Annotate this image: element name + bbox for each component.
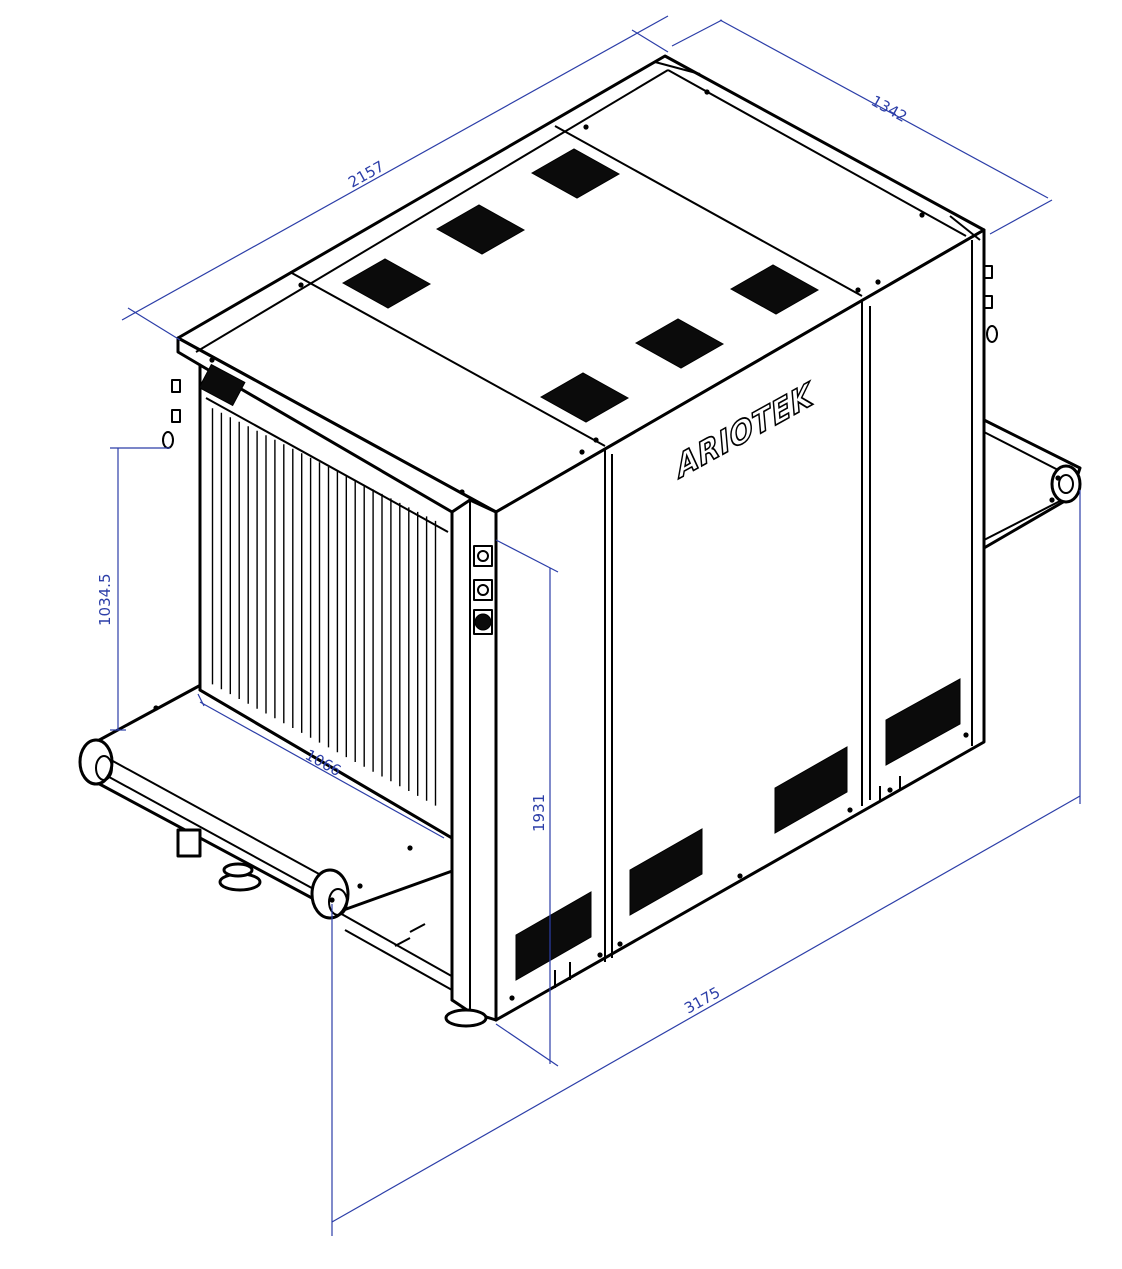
screw xyxy=(704,89,710,95)
screw xyxy=(617,941,623,947)
screw xyxy=(919,212,925,218)
top-vent xyxy=(634,318,725,369)
top-vents xyxy=(341,148,820,423)
screw xyxy=(1049,497,1055,503)
tunnel-opening xyxy=(198,363,454,840)
key-switch-icon[interactable] xyxy=(477,584,489,596)
dim-housing-length: 2157 xyxy=(345,157,387,191)
screw xyxy=(459,489,465,495)
lead-curtain xyxy=(205,397,449,806)
screw xyxy=(579,449,585,455)
screw xyxy=(887,787,893,793)
side-vent xyxy=(629,828,703,916)
control-panel xyxy=(473,545,493,635)
fasteners xyxy=(153,89,1061,1001)
screw xyxy=(357,883,363,889)
screw xyxy=(593,437,599,443)
top-vent xyxy=(530,148,621,199)
screw xyxy=(298,282,304,288)
screw xyxy=(209,357,215,363)
screw xyxy=(963,732,969,738)
dim-overall-length: 3175 xyxy=(681,983,723,1017)
foot xyxy=(444,1008,488,1028)
dim-conveyor-height: 1034.5 xyxy=(96,574,114,627)
screw xyxy=(329,897,335,903)
rear-conveyor xyxy=(982,418,1082,550)
screw xyxy=(855,287,861,293)
top-vent xyxy=(729,264,820,315)
front-conveyor xyxy=(78,678,457,991)
scanner-housing xyxy=(162,54,998,1028)
curtain-rail xyxy=(205,397,449,533)
screw xyxy=(875,279,881,285)
top-vent xyxy=(341,258,432,309)
screw xyxy=(1055,475,1061,481)
screw xyxy=(597,952,603,958)
power-button-icon[interactable] xyxy=(477,550,489,562)
side-vents xyxy=(515,678,961,981)
screw xyxy=(407,845,413,851)
dim-housing-width: 1342 xyxy=(868,92,910,126)
top-vent xyxy=(539,372,630,423)
top-vent xyxy=(435,204,526,255)
screw xyxy=(847,807,853,813)
screw xyxy=(153,705,159,711)
front-column xyxy=(450,498,498,1022)
screw xyxy=(583,124,589,130)
label-plate xyxy=(198,363,246,407)
screw xyxy=(737,873,743,879)
side-vent xyxy=(774,746,848,834)
emergency-stop-icon[interactable] xyxy=(474,613,492,631)
side-vent xyxy=(515,891,592,981)
dim-height: 1931 xyxy=(530,794,548,832)
screw xyxy=(509,995,515,1001)
side-vent xyxy=(885,678,961,766)
